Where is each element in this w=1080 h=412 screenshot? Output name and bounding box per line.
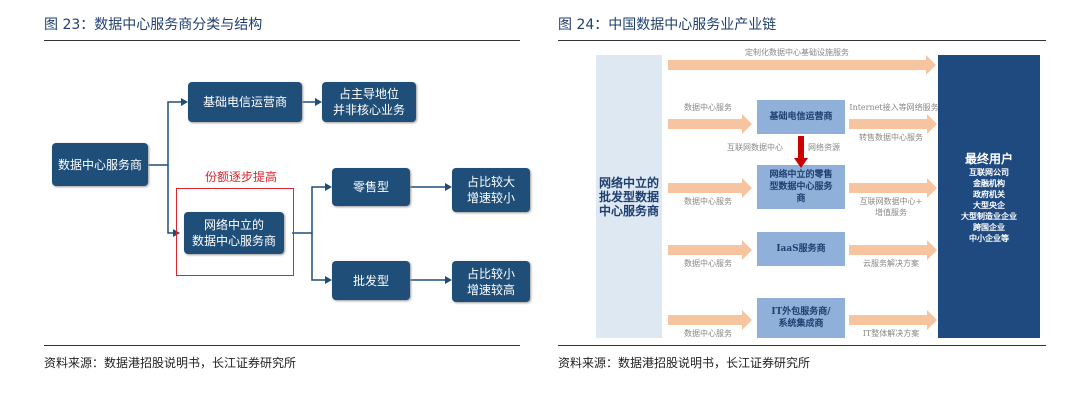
output-arrow [849,240,937,260]
input-label: 数据中心服务 [684,103,732,112]
input-label: 数据中心服务 [684,259,732,268]
provider-box: 基础电信运营商 [757,100,845,134]
end-users-title: 最终用户 [964,151,1013,166]
end-user-type: 政府机关 [973,188,1005,199]
output-label: 互联网数据中心+ 增值服务 [859,197,923,217]
share-rising-label: 份额逐步提高 [205,170,278,184]
input-label: 数据中心服务 [684,197,732,206]
provider-box: 网络中立的零售 型数据中心服务 商 [757,165,845,209]
end-user-type: 大型制造业企业 [961,210,1017,221]
output-label: IT整体解决方案 [862,329,920,338]
end-user-type: 大型央企 [973,199,1005,210]
divider [558,345,1046,346]
output-arrow [849,310,937,330]
top-arrow [668,55,936,75]
end-users-list: 互联网公司金融机构政府机关大型央企大型制造业企业跨国企业中小企业等 [961,167,1017,244]
node-telecom-desc: 占主导地位 并非核心业务 [322,82,416,122]
source-note: 资料来源：数据港招股说明书，长江证券研究所 [44,356,297,370]
end-user-type: 跨国企业 [973,221,1005,232]
down-left-label: 互联网数据中心 [727,143,783,152]
figure-24-title: 图 24：中国数据中心服务业产业链 [558,17,777,33]
top-arrow-label: 定制化数据中心基础设施服务 [745,48,849,57]
divider [44,40,520,41]
down-right-label: 网络资源 [808,143,840,152]
output-arrow [849,114,937,134]
provider-box: IT外包服务商/ 系统集成商 [757,298,845,338]
end-user-type: 金融机构 [973,177,1005,188]
output-label: 转售数据中心服务 [859,133,923,142]
output-label: 云服务解决方案 [863,259,919,268]
input-arrow [668,114,752,134]
node-retail: 零售型 [332,168,410,206]
node-telecom: 基础电信运营商 [188,82,302,122]
input-label: 数据中心服务 [684,329,732,338]
figure-23-title: 图 23：数据中心服务商分类与结构 [44,17,263,33]
divider [558,40,1046,41]
input-arrow [668,178,752,198]
output-top-label: Internet接入等网络服务 [849,103,939,112]
node-root: 数据中心服务商 [52,143,148,186]
node-neutral: 网络中立的 数据中心服务商 [184,212,284,254]
provider-box: IaaS服务商 [757,232,845,266]
source-note: 资料来源：数据港招股说明书，长江证券研究所 [558,356,811,370]
input-arrow [668,310,752,330]
end-users-box: 最终用户 互联网公司金融机构政府机关大型央企大型制造业企业跨国企业中小企业等 [938,55,1040,338]
end-user-type: 互联网公司 [969,166,1009,177]
end-user-type: 中小企业等 [969,232,1009,243]
input-arrow [668,240,752,260]
node-wholesale: 批发型 [332,261,410,300]
divider [44,345,520,346]
highlight-box [176,188,294,276]
red-down-arrow [794,136,808,168]
wholesaler-box: 网络中立的 批发型数据 中心服务商 [596,55,662,338]
node-retail-desc: 占比较大 增速较小 [452,168,530,212]
node-wholesale-desc: 占比较小 增速较高 [452,261,530,302]
wholesaler-label: 网络中立的 批发型数据 中心服务商 [598,175,659,218]
output-arrow [849,178,937,198]
